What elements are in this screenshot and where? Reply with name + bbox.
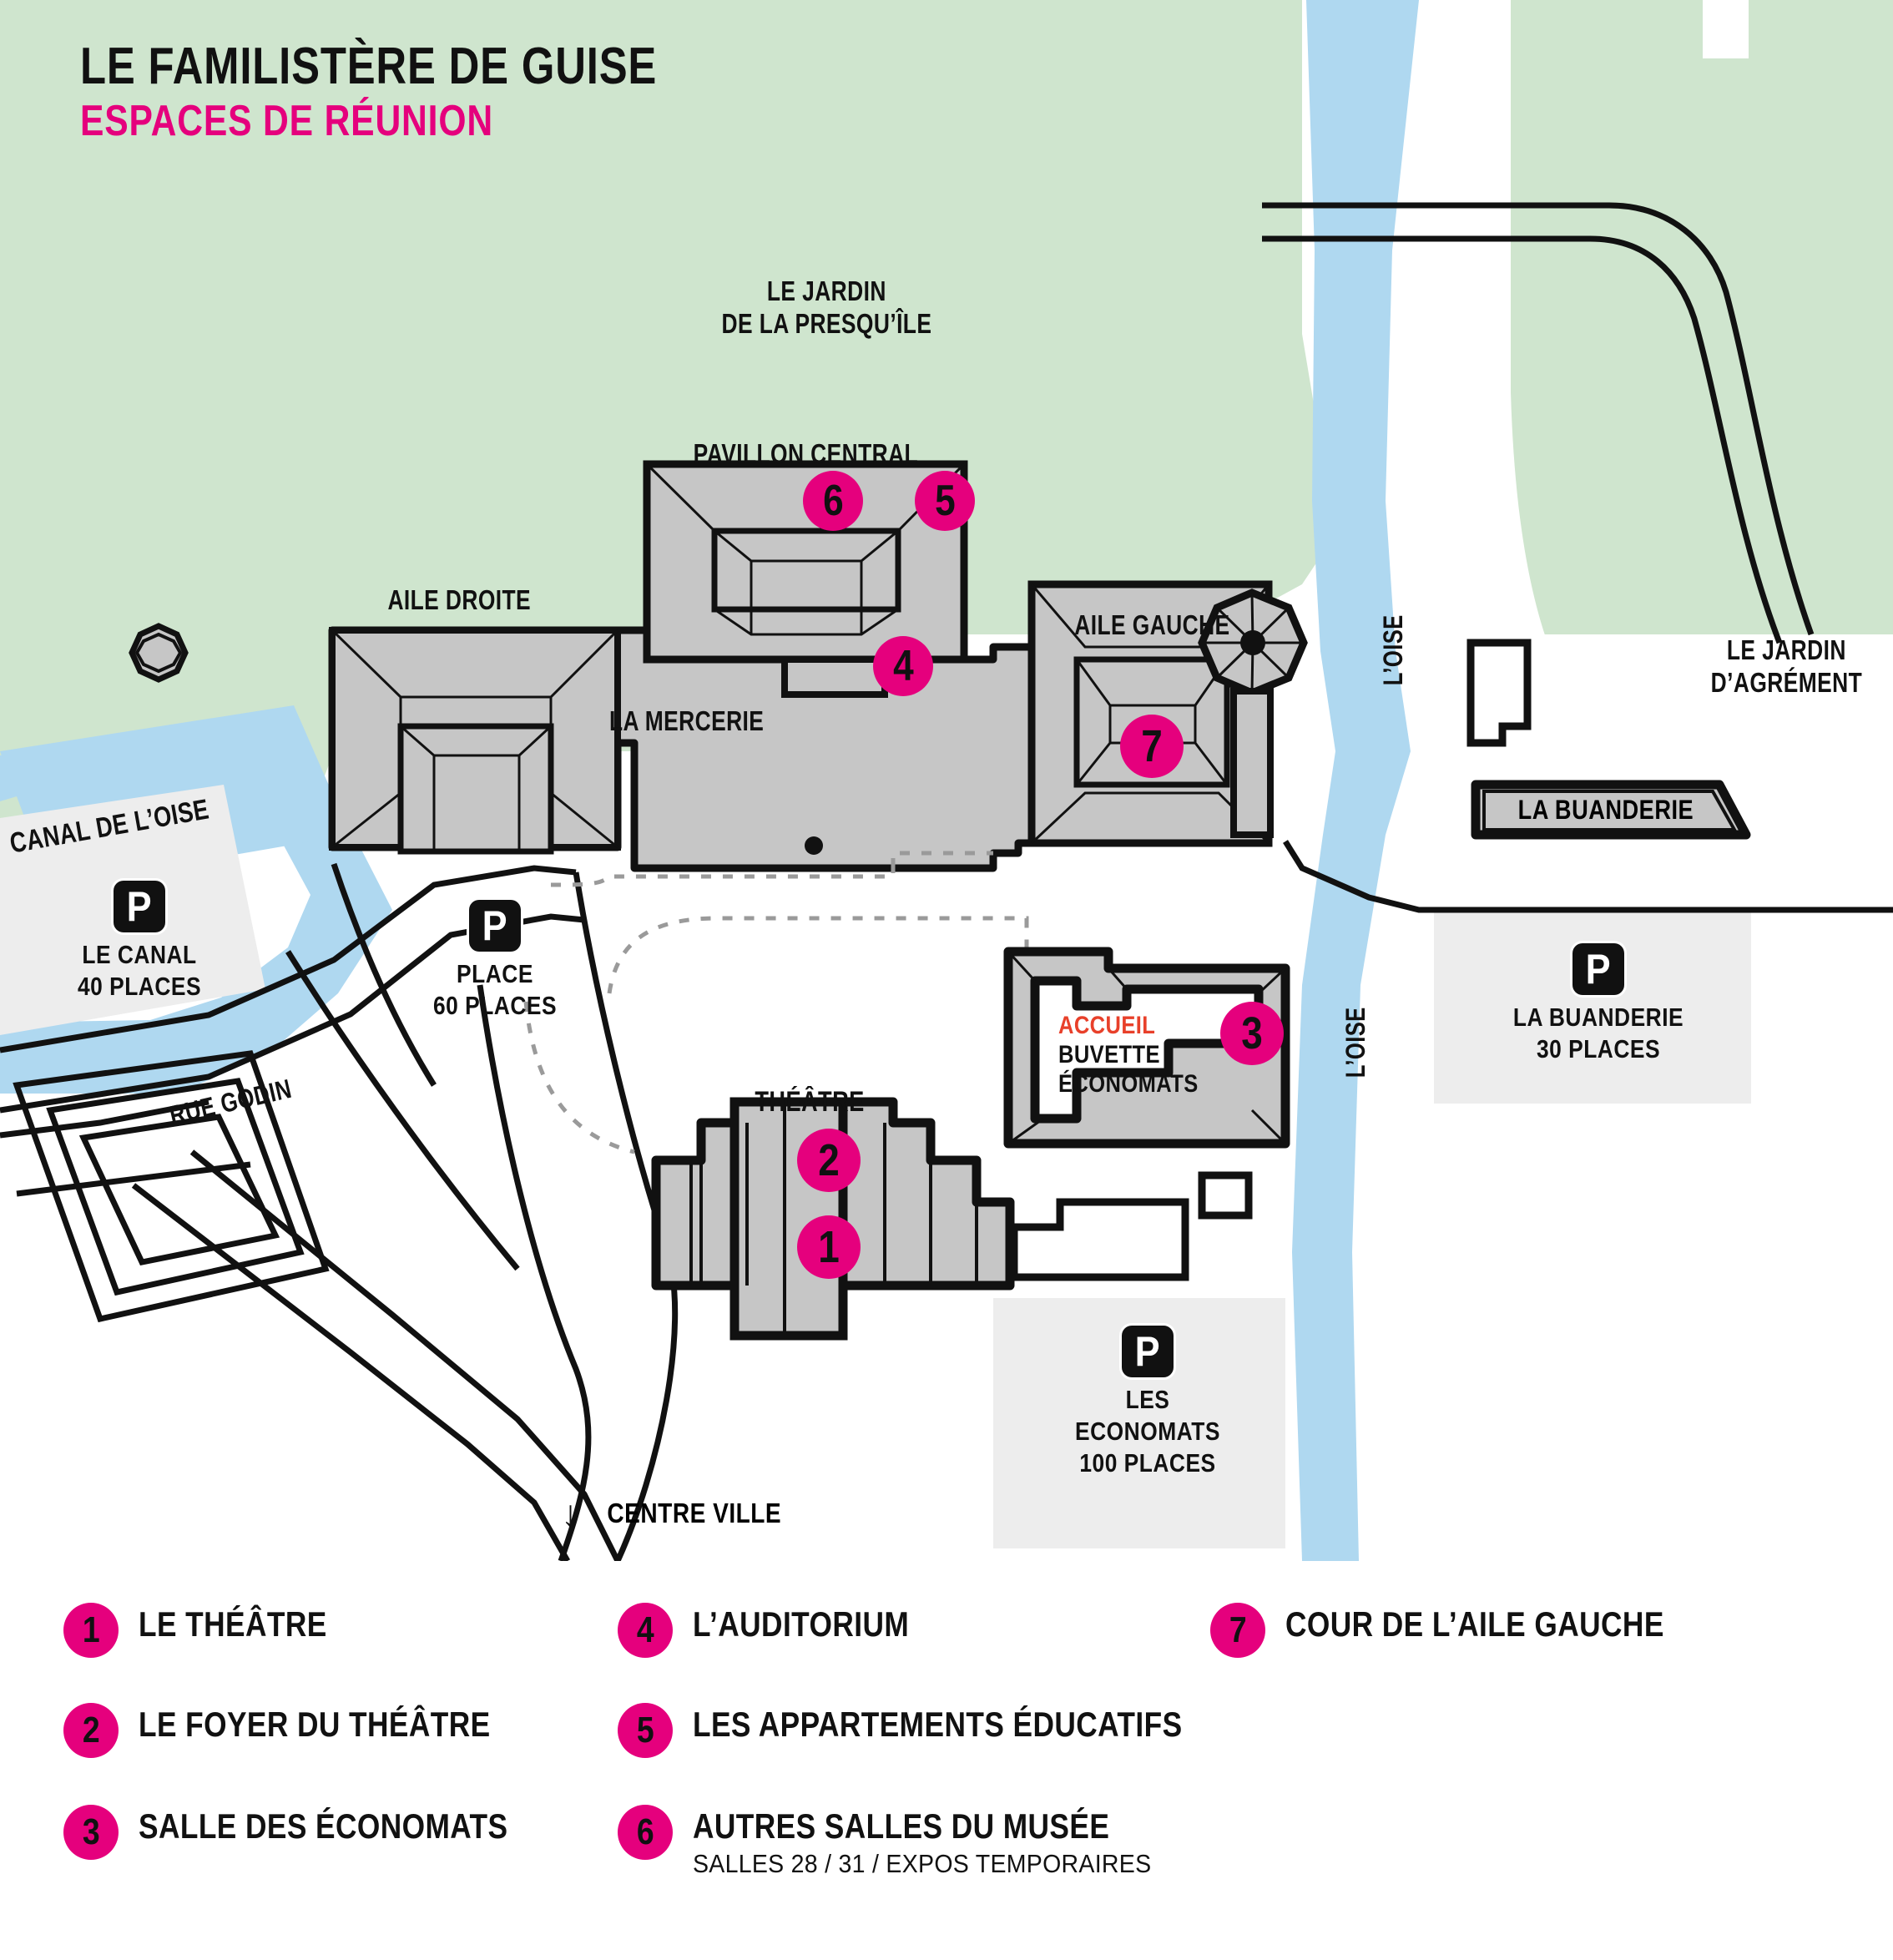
parking-capacity: 60 PLACES [432,990,558,1020]
label-loise-top: L’OISE [1378,614,1409,686]
economats-label: ÉCONOMATS [1058,1069,1199,1098]
parking-les-economats: P LES ECONOMATS 100 PLACES [1043,1326,1252,1478]
label-aile-droite: AILE DROITE [387,584,531,615]
legend-label-2: LE FOYER DU THÉÂTRE [139,1705,491,1744]
monument-octagon [129,623,189,683]
parking-place: P PLACE 60 PLACES [399,900,591,1022]
buvette-label: BUVETTE [1058,1040,1160,1068]
esplanade-center-dot [805,836,823,855]
parking-name: LES ECONOMATS [1075,1385,1220,1446]
economats-building [1003,947,1290,1281]
label-aile-gauche: AILE GAUCHE [1073,609,1230,640]
label-theatre: THÉÂTRE [755,1086,865,1118]
map-marker-3[interactable]: 3 [1220,1002,1284,1065]
parking-name: LA BUANDERIE [1512,1003,1684,1032]
legend-item-2[interactable]: 2 LE FOYER DU THÉÂTRE [63,1703,558,1758]
parking-name: LE CANAL [82,940,197,969]
legend-item-3[interactable]: 3 SALLE DES ÉCONOMATS [63,1805,578,1860]
label-la-mercerie: LA MERCERIE [609,705,765,736]
page-subtitle: ESPACES DE RÉUNION [80,97,493,146]
legend-sublabel-6: SALLES 28 / 31 / EXPOS TEMPORAIRES [693,1849,1152,1879]
map-marker-5[interactable]: 5 [915,471,975,531]
accueil-block: ACCUEIL BUVETTE ÉCONOMATS [1058,1012,1223,1099]
legend-number-5: 5 [618,1703,673,1758]
legend-item-1[interactable]: 1 LE THÉÂTRE [63,1603,363,1658]
legend-label-3: SALLE DES ÉCONOMATS [139,1806,508,1846]
label-la-buanderie-building: LA BUANDERIE [1517,795,1694,825]
parking-le-canal: P LE CANAL 40 PLACES [43,881,235,1003]
legend-item-7[interactable]: 7 COUR DE L’AILE GAUCHE [1210,1603,1736,1658]
poster-header: LE FAMILISTÈRE DE GUISE ESPACES DE RÉUNI… [80,40,784,144]
legend-label-7: COUR DE L’AILE GAUCHE [1285,1604,1664,1644]
legend: 1 LE THÉÂTRE 2 LE FOYER DU THÉÂTRE 3 SAL… [0,1569,1893,1960]
legend-number-6: 6 [618,1805,673,1860]
label-pavillon-central: PAVILLON CENTRAL [693,438,918,469]
map-vector-artwork [0,0,1893,1561]
legend-number-7: 7 [1210,1603,1265,1658]
map-marker-6[interactable]: 6 [803,471,863,531]
parking-icon: P [469,900,521,952]
parking-capacity: 100 PLACES [1079,1447,1216,1478]
legend-label-1: LE THÉÂTRE [139,1604,327,1644]
centre-ville-direction: ↓ CENTRE VILLE [561,1494,797,1533]
kiosk-octagon [1198,589,1308,697]
label-jardin-dagrement: LE JARDIN D’AGRÉMENT [1710,634,1862,698]
centre-ville-label: CENTRE VILLE [607,1498,782,1528]
legend-label-4: L’AUDITORIUM [693,1604,910,1644]
legend-number-4: 4 [618,1603,673,1658]
accueil-label: ACCUEIL [1058,1012,1156,1039]
map-canvas: LE FAMILISTÈRE DE GUISE ESPACES DE RÉUNI… [0,0,1893,1561]
page-title: LE FAMILISTÈRE DE GUISE [80,38,658,95]
legend-number-1: 1 [63,1603,119,1658]
legend-label-5: LES APPARTEMENTS ÉDUCATIFS [693,1705,1183,1744]
familistere-complex [129,460,1308,872]
parking-icon: P [1122,1326,1174,1377]
label-loise-bottom: L’OISE [1340,1007,1371,1079]
legend-item-5[interactable]: 5 LES APPARTEMENTS ÉDUCATIFS [618,1703,1275,1758]
legend-item-4[interactable]: 4 L’AUDITORIUM [618,1603,951,1658]
map-marker-1[interactable]: 1 [797,1215,861,1279]
down-arrow-icon: ↓ [561,1492,580,1535]
roads [0,202,1893,1561]
legend-number-3: 3 [63,1805,119,1860]
map-marker-7[interactable]: 7 [1120,715,1184,778]
parking-capacity: 40 PLACES [77,971,202,1001]
dotted-walkways [523,851,1029,1154]
map-marker-4[interactable]: 4 [873,636,933,696]
map-marker-2[interactable]: 2 [797,1129,861,1192]
label-jardin-de-la-presquile: LE JARDIN DE LA PRESQU’ÎLE [721,275,931,339]
parking-la-buanderie: P LA BUANDERIE 30 PLACES [1494,943,1703,1065]
la-buanderie-building [1471,780,1751,840]
parking-icon: P [114,881,165,932]
small-building-outline [1466,639,1532,747]
parking-name: PLACE [457,959,533,988]
legend-label-6: AUTRES SALLES DU MUSÉE [693,1806,1110,1846]
parking-icon: P [1572,943,1624,995]
parking-capacity: 30 PLACES [1536,1033,1661,1063]
legend-number-2: 2 [63,1703,119,1758]
legend-item-6[interactable]: 6 AUTRES SALLES DU MUSÉE SALLES 28 / 31 … [618,1805,1191,1878]
